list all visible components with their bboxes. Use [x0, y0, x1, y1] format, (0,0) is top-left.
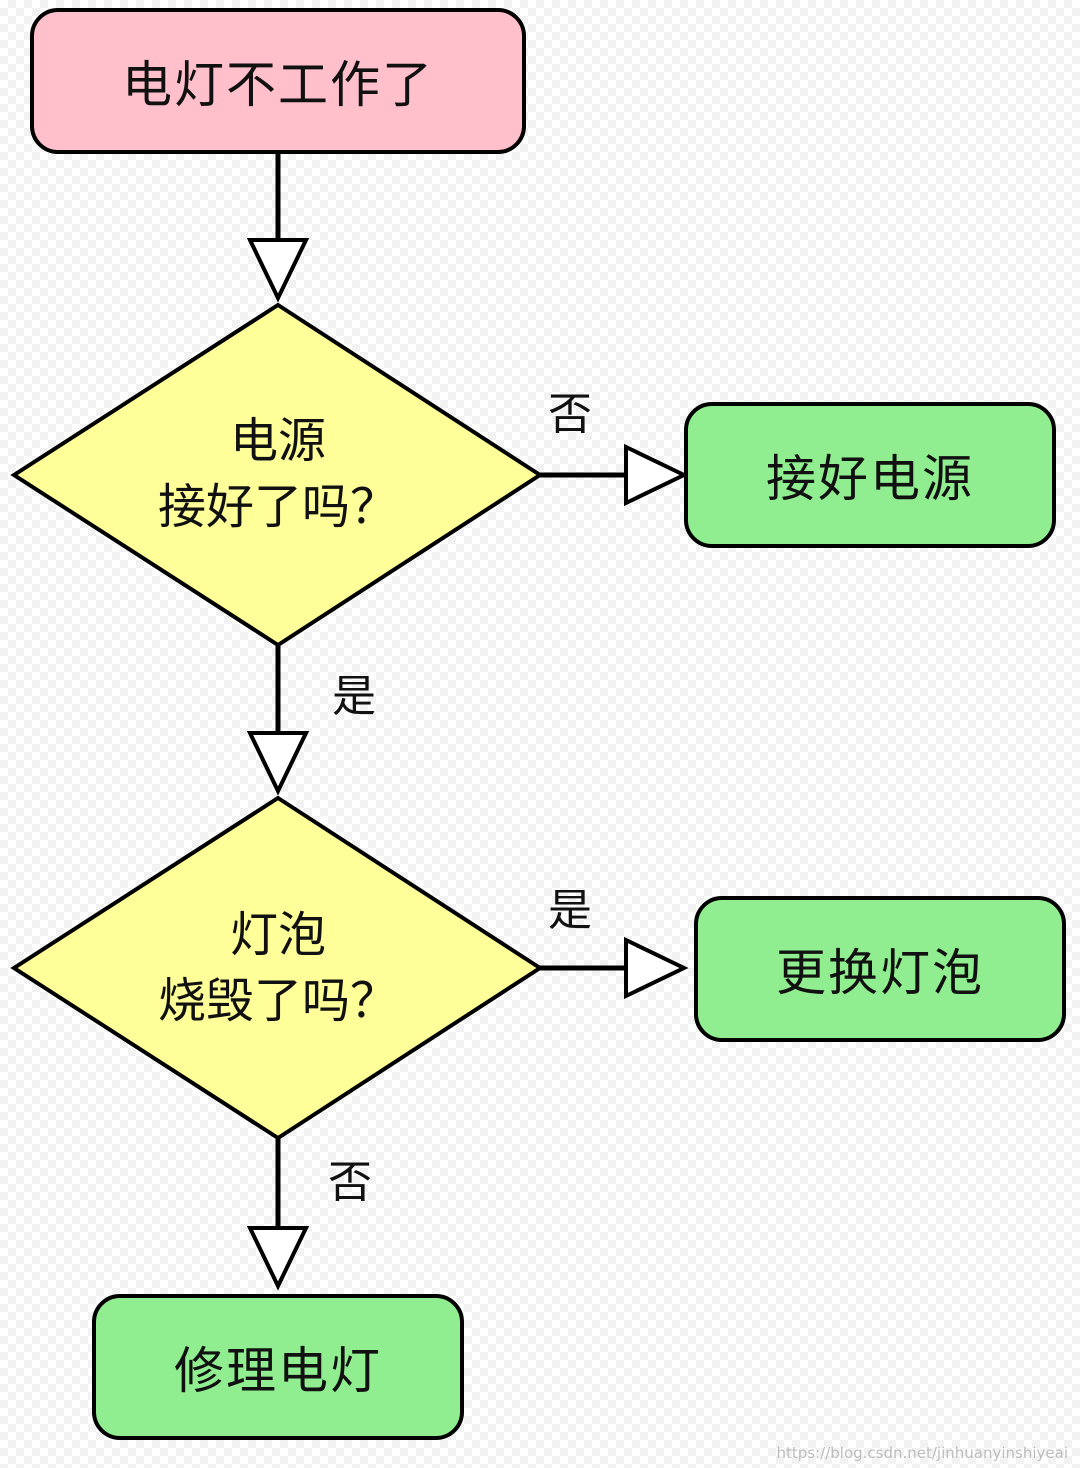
edge-label-power-no: 否: [548, 389, 592, 440]
action-connect-power-label: 接好电源: [766, 450, 974, 508]
decision-power-line2: 接好了吗？: [157, 479, 398, 535]
start-node: 电灯不工作了: [30, 8, 526, 154]
action-repair-lamp-label: 修理电灯: [174, 1342, 382, 1400]
decision-power-text: 电源 接好了吗？: [100, 408, 456, 540]
watermark: https://blog.csdn.net/jinhuanyinshiyeai: [776, 1444, 1068, 1462]
arrowhead-down-3: [246, 1226, 310, 1291]
edge-label-power-yes: 是: [332, 671, 376, 722]
arrowhead-down-1: [246, 238, 310, 303]
edge-label-bulb-no: 否: [328, 1157, 372, 1208]
decision-bulb-line2: 烧毁了吗？: [157, 973, 398, 1029]
action-connect-power: 接好电源: [684, 402, 1056, 548]
action-replace-bulb-label: 更换灯泡: [776, 944, 984, 1002]
edge-label-bulb-yes: 是: [548, 885, 592, 936]
decision-bulb-line1: 灯泡: [229, 907, 326, 963]
arrowhead-right-2: [624, 936, 689, 1000]
action-repair-lamp: 修理电灯: [92, 1294, 464, 1440]
start-node-label: 电灯不工作了: [122, 56, 434, 114]
decision-power-line1: 电源: [229, 413, 326, 469]
action-replace-bulb: 更换灯泡: [694, 896, 1066, 1042]
arrowhead-down-2: [246, 731, 310, 796]
arrowhead-right-1: [624, 443, 689, 507]
decision-bulb-text: 灯泡 烧毁了吗？: [100, 902, 456, 1034]
